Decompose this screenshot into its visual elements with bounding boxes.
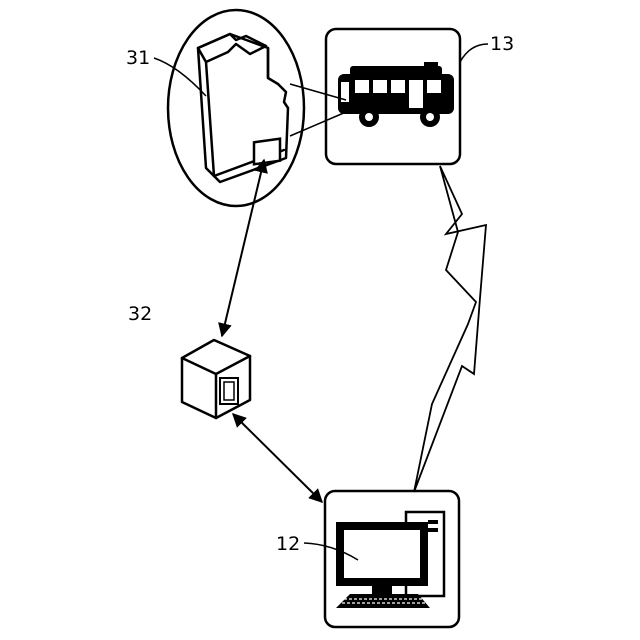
computer-box [325,491,459,627]
label-computer: 12 [276,533,300,555]
detail-view-ellipse [168,10,304,206]
label-13-group: 13 [460,33,514,62]
lightning-link-icon [414,166,486,492]
label-detail-view: 31 [126,47,150,69]
link-reader-to-computer [233,414,322,502]
reader-box-icon [182,340,250,418]
vehicle-box [326,29,460,164]
label-reader-unit: 32 [128,303,152,325]
label-vehicle: 13 [490,33,514,55]
